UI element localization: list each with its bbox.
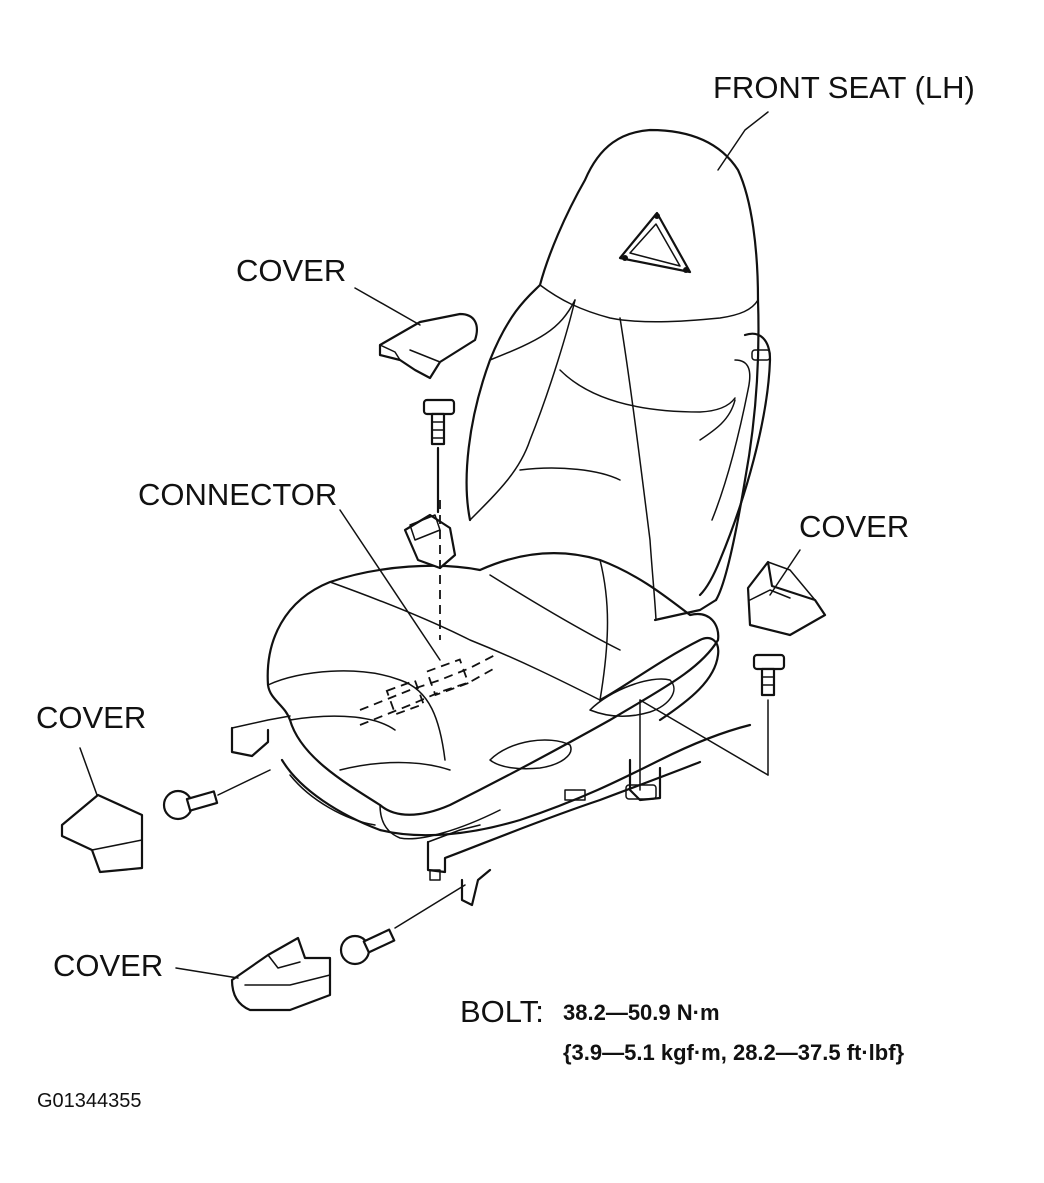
cover-bottom (230, 936, 332, 1012)
cover-top-label: COVER (236, 253, 347, 288)
connector-label: CONNECTOR (138, 477, 338, 512)
bolt-right (752, 653, 786, 776)
cover-bottom-label: COVER (53, 948, 164, 983)
seat-cushion (266, 552, 720, 840)
front-seat-label: FRONT SEAT (LH) (713, 70, 975, 105)
seat-backrest (465, 128, 772, 622)
bolt-spec-label: BOLT: (460, 994, 544, 1029)
figure-code: G01344355 (37, 1090, 142, 1112)
bolt-left (162, 769, 271, 821)
cover-top (378, 312, 478, 380)
seat-rails (230, 715, 752, 907)
bolt-torque-alt: {3.9—5.1 kgf·m, 28.2—37.5 ft·lbf} (563, 1040, 905, 1065)
connector-part (359, 500, 496, 726)
cover-right (746, 560, 827, 637)
bolt-top (422, 398, 456, 514)
leader-lines (79, 111, 801, 979)
cover-left-label: COVER (36, 700, 147, 735)
bolt-bottom (339, 884, 466, 966)
bolt-torque-nm: 38.2—50.9 N·m (563, 1000, 720, 1025)
cover-right-label: COVER (799, 509, 910, 544)
cover-left (60, 793, 144, 874)
